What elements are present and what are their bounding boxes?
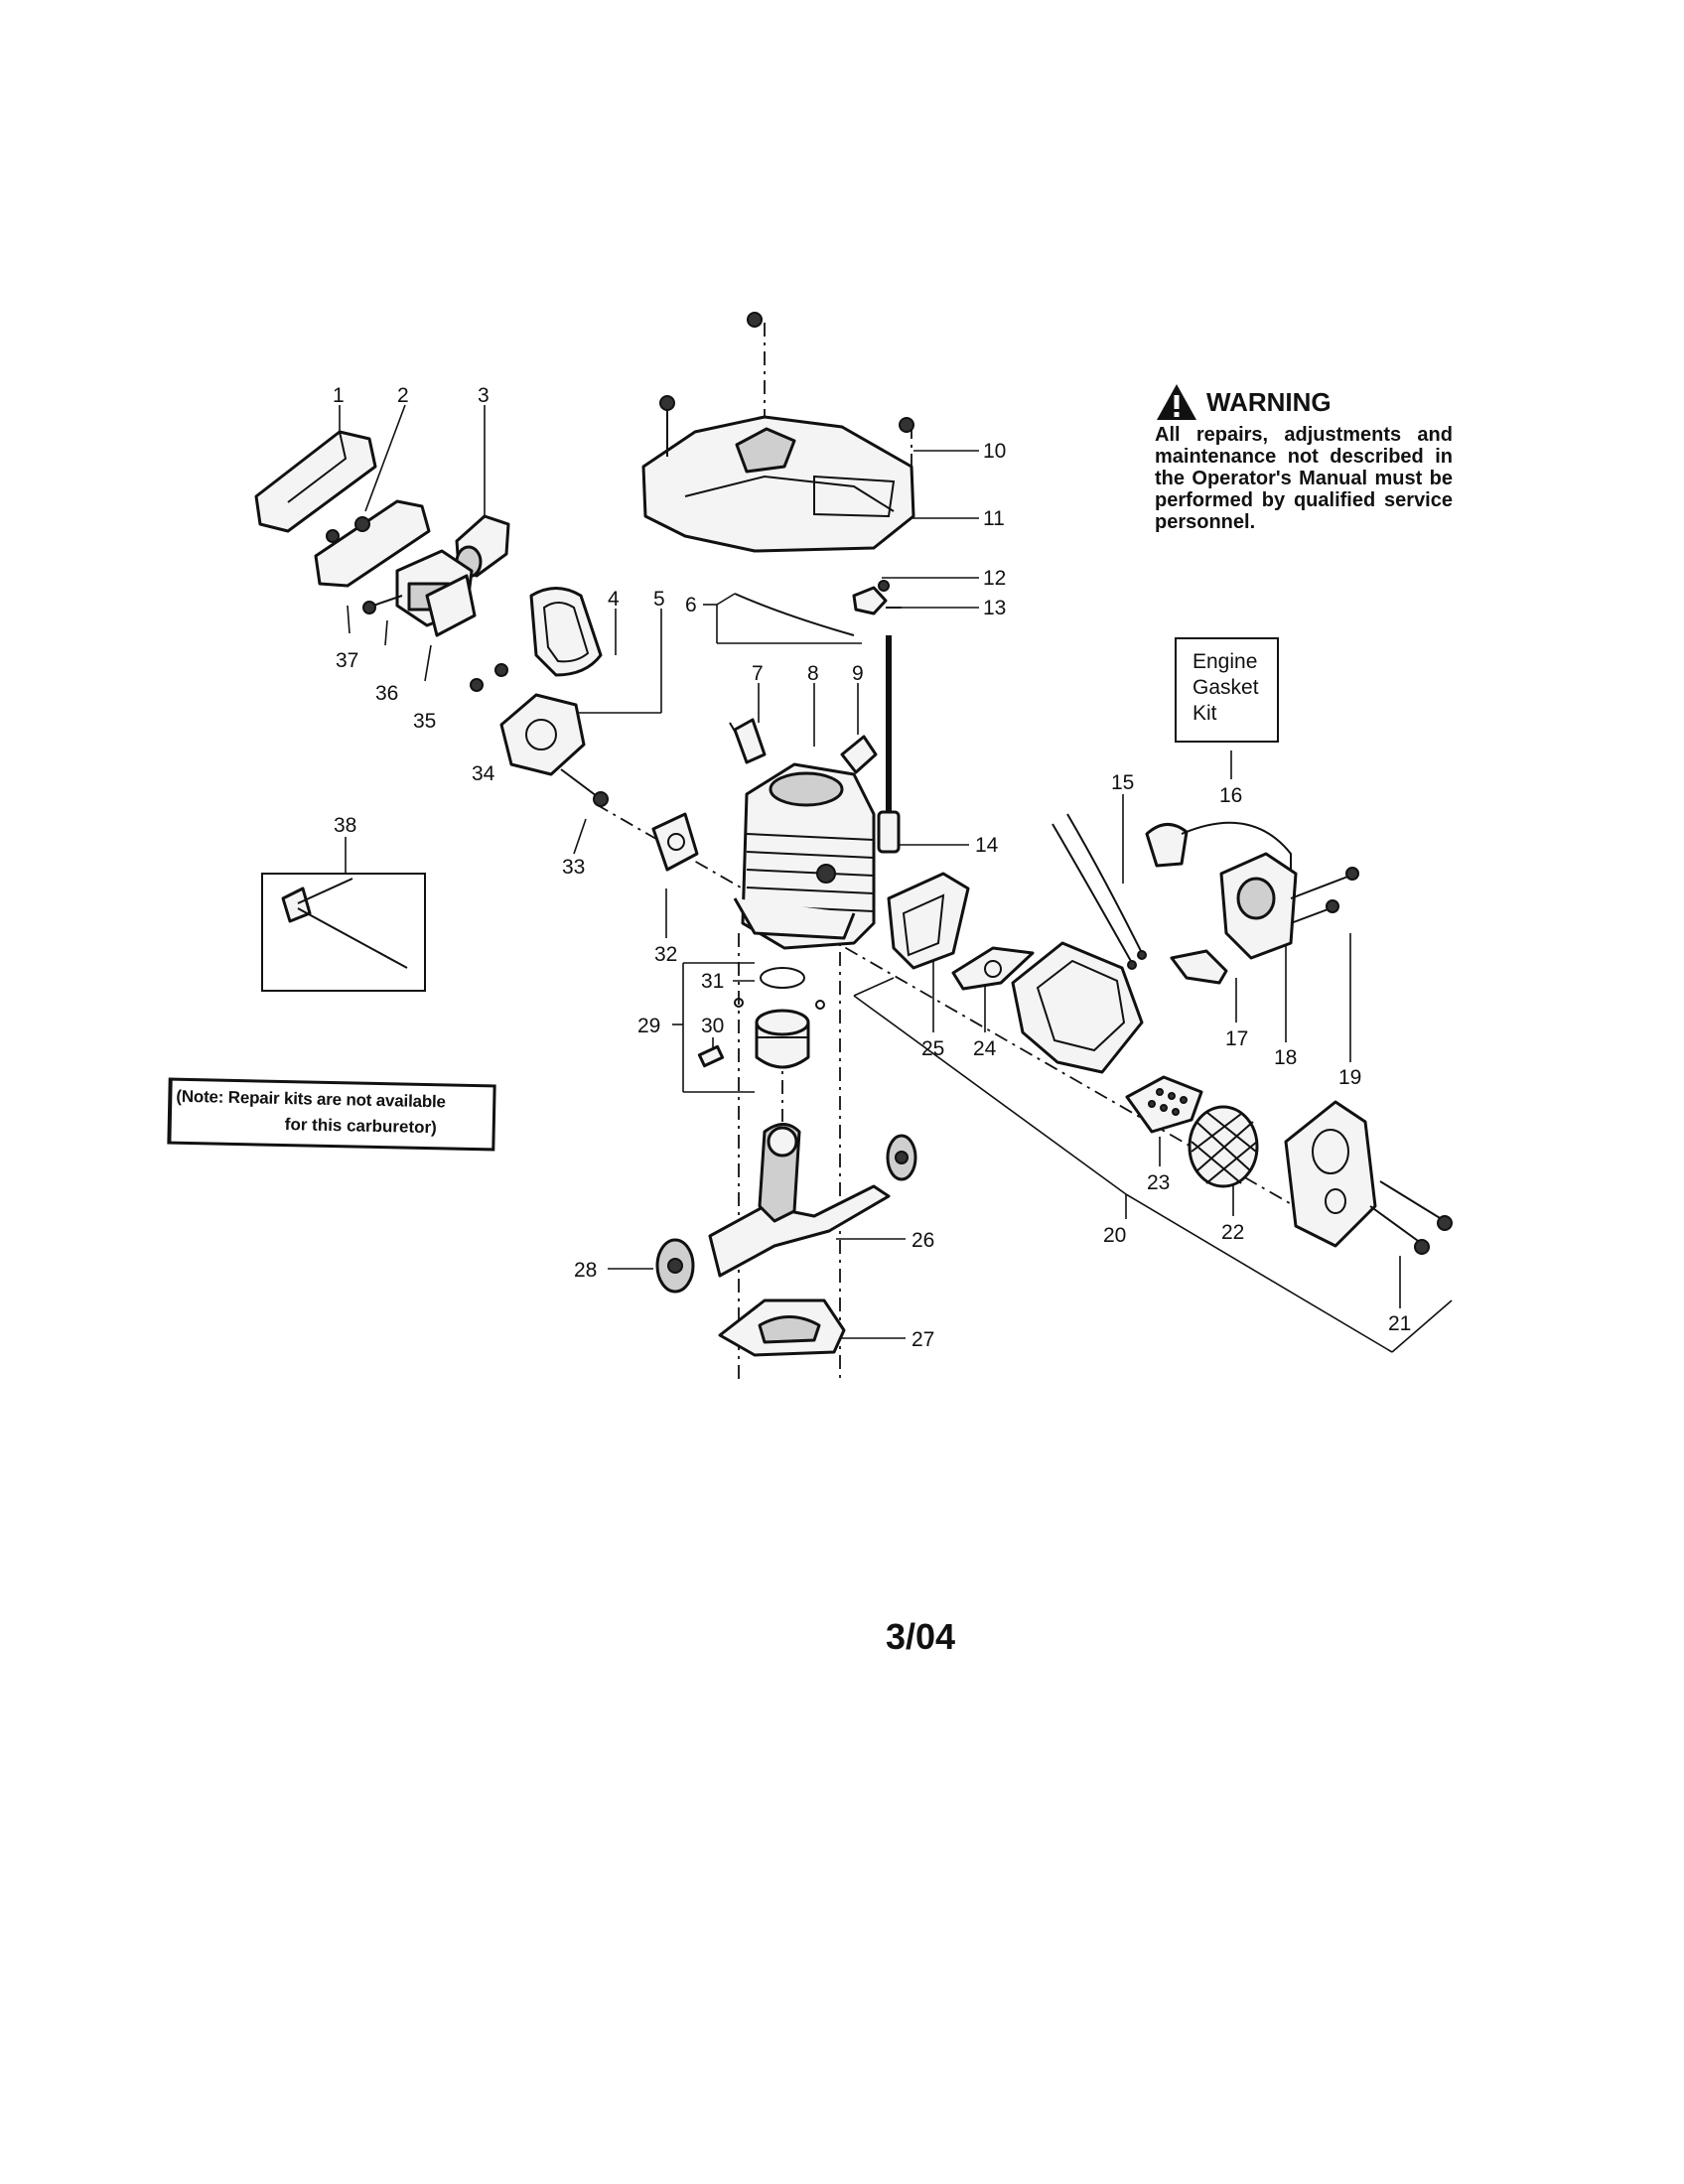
callout-20: 20	[1103, 1224, 1126, 1247]
part-4-intake-boot	[529, 587, 603, 677]
callout-10: 10	[983, 440, 1006, 463]
warning-title: WARNING	[1206, 386, 1332, 417]
callout-33: 33	[562, 856, 585, 879]
note-line-1: (Note: Repair kits are not available	[176, 1086, 446, 1112]
warning-text: All repairs, adjustments and maintenance…	[1155, 424, 1453, 533]
engine-gasket-kit-box: Engine Gasket Kit	[1175, 637, 1279, 743]
callout-32: 32	[654, 943, 677, 966]
callout-27: 27	[912, 1328, 934, 1351]
gasket-kit-line: Gasket	[1193, 676, 1259, 699]
part-11-top-cover	[641, 312, 915, 553]
callout-31: 31	[701, 970, 724, 993]
callout-7: 7	[752, 662, 764, 685]
part-36-carburetor	[362, 549, 477, 637]
callout-17: 17	[1225, 1027, 1248, 1050]
callout-1: 1	[333, 384, 345, 407]
part-14-rod	[877, 635, 901, 854]
callout-26: 26	[912, 1229, 934, 1252]
part-7-spark-plug	[729, 718, 767, 764]
part-1-air-filter	[254, 430, 377, 533]
part-12-valve	[852, 580, 902, 615]
callout-8: 8	[807, 662, 819, 685]
gasket-kit-line: Kit	[1193, 702, 1217, 725]
part-9-cap	[840, 735, 878, 774]
part-29-piston-assembly	[697, 967, 825, 1069]
gasket-kit-line: Engine	[1193, 650, 1258, 673]
part-17-bracket	[1170, 949, 1228, 985]
callout-18: 18	[1274, 1046, 1297, 1069]
part-18-ignition-module	[1145, 821, 1359, 960]
part-22-spark-screen	[1188, 1105, 1259, 1188]
callout-2: 2	[397, 384, 409, 407]
callout-5: 5	[653, 588, 665, 611]
callout-23: 23	[1147, 1171, 1170, 1194]
callout-35: 35	[413, 710, 436, 733]
part-27-crankcase	[718, 1298, 846, 1357]
callout-29: 29	[637, 1015, 660, 1037]
part-muffler-body	[1011, 941, 1144, 1074]
part-24-exhaust-gasket	[951, 946, 1035, 991]
part-26-crankshaft	[708, 1123, 917, 1278]
part-32-intake-gasket	[651, 812, 699, 872]
callout-38: 38	[334, 814, 356, 837]
callout-36: 36	[375, 682, 398, 705]
note-line-2: for this carburetor)	[284, 1115, 437, 1138]
part-5-intake-flange	[470, 663, 586, 776]
callout-3: 3	[478, 384, 490, 407]
callout-30: 30	[701, 1015, 724, 1037]
warning-notice: WARNING All repairs, adjustments and mai…	[1155, 382, 1453, 533]
part-25-heat-shield	[887, 872, 970, 970]
part-28-bearing	[655, 1238, 695, 1294]
part-33-screw	[560, 768, 609, 807]
callout-9: 9	[852, 662, 864, 685]
callout-37: 37	[336, 649, 358, 672]
callout-34: 34	[472, 762, 495, 785]
callout-22: 22	[1221, 1221, 1244, 1244]
part-15-wire-harness	[1052, 813, 1147, 970]
part-8-cylinder	[733, 762, 876, 950]
callout-21: 21	[1388, 1312, 1411, 1335]
part-2-filter-holder	[314, 499, 431, 588]
callout-24: 24	[973, 1037, 997, 1060]
callout-13: 13	[983, 597, 1006, 619]
part-38-tool-box	[261, 873, 426, 992]
callout-16: 16	[1219, 784, 1242, 807]
callout-11: 11	[983, 507, 1005, 530]
callout-numbers: 1 2 3 4 5 6 7 8 9 10 11 12 13 14 15 16 1…	[333, 384, 1411, 1351]
callout-25: 25	[921, 1037, 944, 1060]
part-21-muffler-cover	[1284, 1100, 1453, 1255]
callout-14: 14	[975, 834, 999, 857]
callout-6: 6	[685, 594, 697, 616]
part-6-hose	[734, 593, 855, 636]
part-23-baffle	[1125, 1075, 1203, 1134]
callout-19: 19	[1338, 1066, 1361, 1089]
footer-date: 3/04	[886, 1616, 956, 1657]
warning-triangle-icon	[1157, 384, 1196, 420]
callout-15: 15	[1111, 771, 1134, 794]
callout-28: 28	[574, 1259, 597, 1282]
callout-4: 4	[608, 588, 620, 611]
carburetor-note: (Note: Repair kits are not available for…	[167, 1077, 496, 1152]
callout-12: 12	[983, 567, 1006, 590]
